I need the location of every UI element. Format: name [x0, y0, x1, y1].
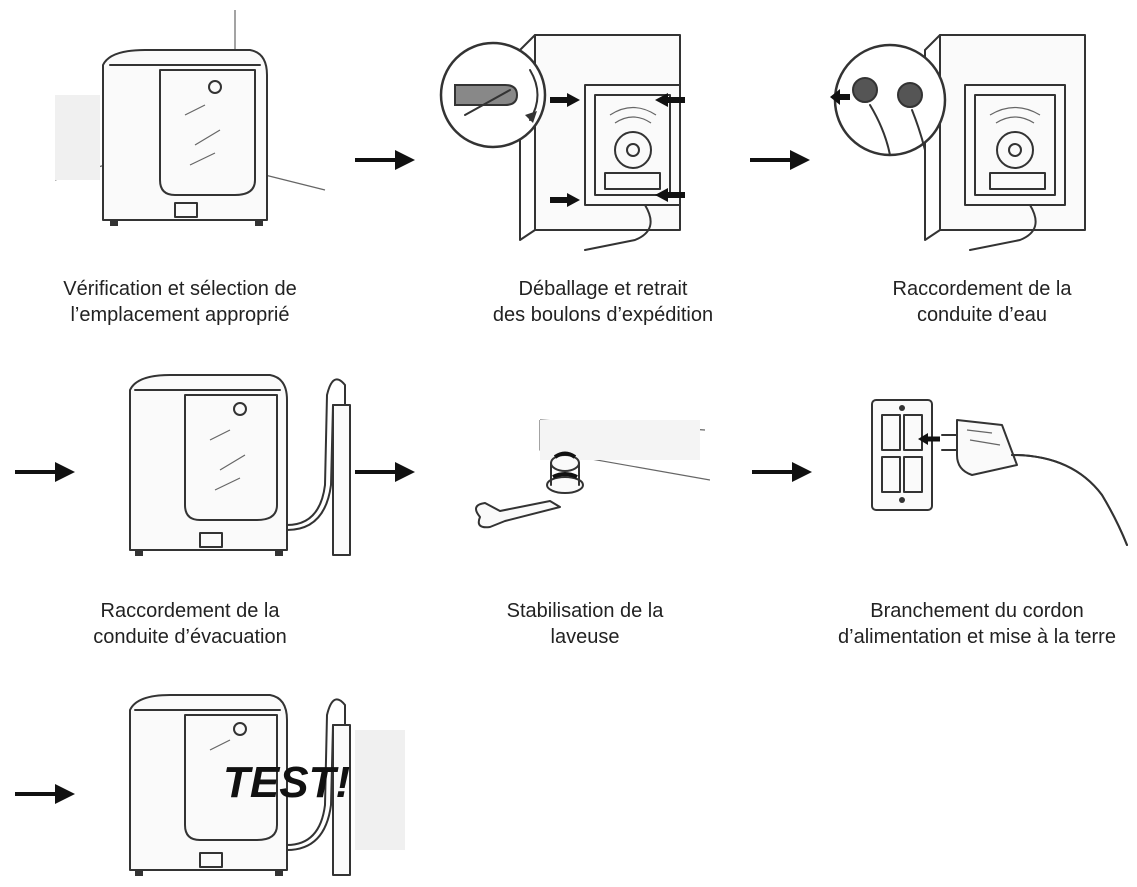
- power-outlet-plug-illustration: [862, 395, 1132, 560]
- arrow-right-icon: [355, 460, 417, 484]
- step-4-caption-line-1: Raccordement de la: [100, 600, 280, 622]
- step-2-caption: Déballage et retrait des boulons d’expéd…: [453, 276, 753, 328]
- step-2-caption-line-2: des boulons d’expédition: [492, 304, 714, 326]
- test-label: TEST!: [223, 758, 350, 807]
- arrow-right-icon: [355, 148, 417, 172]
- step-4-caption-line-2: conduite d’évacuation: [93, 626, 287, 648]
- washer-water-connection-illustration: [830, 5, 1130, 260]
- step-6-caption-line-1: Branchement du cordon: [870, 600, 1084, 622]
- washer-back-bolts-illustration: [435, 5, 720, 260]
- step-6-caption: Branchement du cordon d’alimentation et …: [822, 598, 1132, 650]
- step-2-caption-line-1: Déballage et retrait: [518, 278, 688, 300]
- washer-front-illustration: [55, 5, 345, 240]
- step-6-caption-line-2: d’alimentation et mise à la terre: [838, 626, 1116, 648]
- arrow-right-icon: [15, 460, 77, 484]
- step-3-caption: Raccordement de la conduite d’eau: [832, 276, 1132, 328]
- washer-test-illustration: TEST!: [105, 685, 405, 885]
- arrow-right-icon: [15, 782, 77, 806]
- washer-drain-hose-illustration: [105, 365, 375, 565]
- arrow-right-icon: [752, 460, 814, 484]
- step-4-caption: Raccordement de la conduite d’évacuation: [40, 598, 340, 650]
- step-1-caption: Vérification et sélection de l’emplaceme…: [30, 276, 330, 328]
- arrow-right-icon: [750, 148, 812, 172]
- leveling-foot-illustration: [460, 405, 710, 545]
- step-3-caption-line-2: conduite d’eau: [916, 304, 1048, 326]
- step-5-caption: Stabilisation de la laveuse: [435, 598, 735, 650]
- step-3-caption-line-1: Raccordement de la: [892, 278, 1072, 300]
- step-1-caption-line-2: l’emplacement approprié: [70, 304, 290, 326]
- step-5-caption-line-1: Stabilisation de la: [506, 600, 664, 622]
- step-1-caption-line-1: Vérification et sélection de: [63, 278, 297, 300]
- step-5-caption-line-2: laveuse: [550, 626, 620, 648]
